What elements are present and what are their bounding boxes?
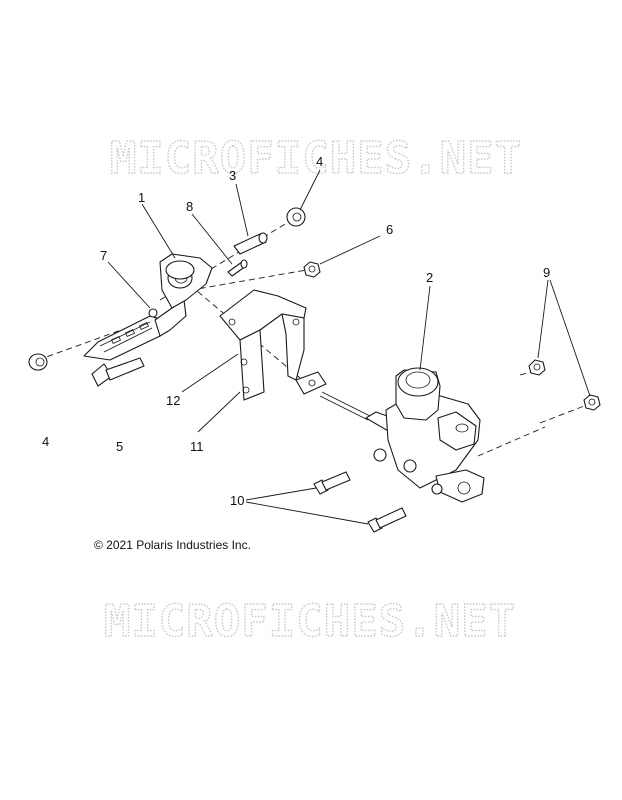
washer-part-4-left — [28, 353, 48, 371]
nut-part-6 — [303, 261, 321, 278]
leader-lines — [107, 169, 591, 525]
bolt-part-5 — [91, 357, 145, 387]
bolt-part-10-upper — [313, 471, 351, 495]
callout-3: 3 — [229, 168, 236, 183]
brake-pedal-part-1 — [83, 253, 213, 361]
master-cylinder-part-2 — [365, 367, 485, 503]
callout-1: 1 — [138, 190, 145, 205]
callout-8: 8 — [186, 199, 193, 214]
callout-labels: 1 2 3 4 4 5 6 7 8 9 10 11 12 — [42, 154, 550, 508]
bushing-part-7 — [148, 308, 158, 318]
mounting-bracket-part-12 — [219, 289, 307, 401]
callout-4-top: 4 — [316, 154, 323, 169]
washer-part-4-top — [286, 207, 306, 227]
callout-9: 9 — [543, 265, 550, 280]
callout-4-left: 4 — [42, 434, 49, 449]
callout-10: 10 — [230, 493, 244, 508]
callout-2: 2 — [426, 270, 433, 285]
callout-5: 5 — [116, 439, 123, 454]
watermark-bottom: MICROFICHES.NET — [104, 596, 516, 647]
nut-part-9-lower — [583, 394, 601, 411]
callout-11: 11 — [190, 439, 204, 454]
sleeve-part-3 — [233, 232, 268, 255]
copyright-notice: © 2021 Polaris Industries Inc. — [94, 538, 251, 552]
pin-part-8 — [227, 259, 248, 277]
nut-part-9-upper — [528, 359, 546, 376]
callout-7: 7 — [100, 248, 107, 263]
callout-12: 12 — [166, 393, 180, 408]
watermark-top: MICROFICHES.NET — [110, 133, 522, 184]
callout-6: 6 — [386, 222, 393, 237]
push-rod — [295, 371, 371, 421]
bolt-part-10-lower — [367, 507, 407, 533]
